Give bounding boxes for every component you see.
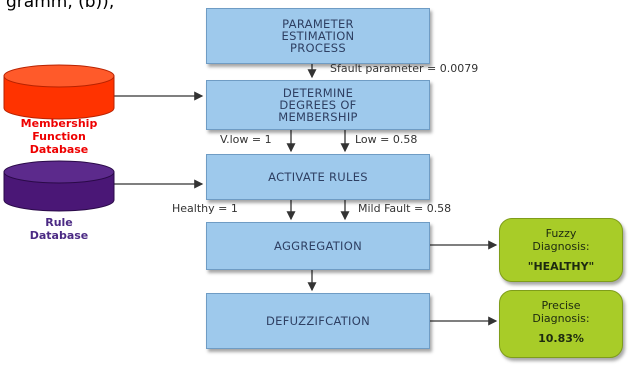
determine-membership-box: DETERMINE DEGREES OF MEMBERSHIP — [206, 80, 430, 130]
healthy-label: Healthy = 1 — [172, 202, 238, 215]
fuzzy-diagnosis-title: Fuzzy — [545, 227, 577, 240]
activate-rules-box: ACTIVATE RULES — [206, 154, 430, 200]
membership-database-icon — [3, 64, 115, 120]
parameter-estimation-box: PARAMETER ESTIMATION PROCESS — [206, 8, 430, 64]
sfault-parameter-label: Sfault parameter = 0.0079 — [330, 62, 479, 75]
low-label: Low = 0.58 — [355, 133, 418, 146]
precise-diagnosis-value: 10.83% — [538, 332, 584, 345]
precise-diagnosis-title: Precise — [541, 299, 581, 312]
vlow-label: V.low = 1 — [220, 133, 272, 146]
precise-diagnosis-subtitle: Diagnosis: — [532, 312, 590, 325]
membership-database-label: Membership Function Database — [20, 117, 98, 156]
rule-database-label: Rule Database — [29, 216, 89, 242]
precise-diagnosis-box: Precise Diagnosis: 10.83% — [499, 290, 623, 358]
aggregation-box: AGGREGATION — [206, 222, 430, 270]
fuzzy-diagnosis-value: "HEALTHY" — [527, 260, 595, 273]
defuzzification-box: DEFUZZIFCATION — [206, 293, 430, 349]
fuzzy-diagnosis-subtitle: Diagnosis: — [532, 240, 590, 253]
mild-fault-label: Mild Fault = 0.58 — [358, 202, 452, 215]
caption-text: gramm, (b)), — [6, 0, 115, 12]
rule-database-icon — [3, 160, 115, 212]
fuzzy-diagnosis-box: Fuzzy Diagnosis: "HEALTHY" — [499, 218, 623, 282]
